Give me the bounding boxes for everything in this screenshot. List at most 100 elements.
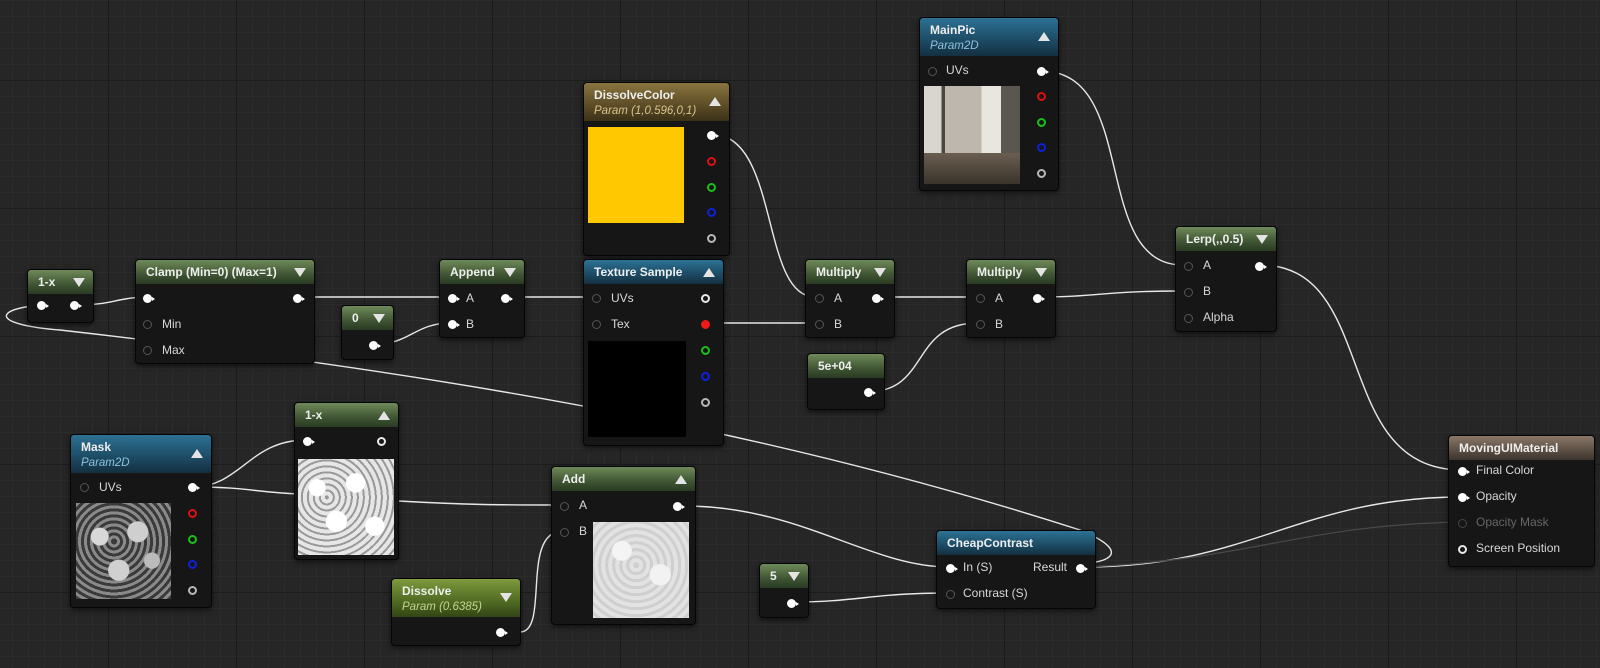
output-pin-blue[interactable] [188, 560, 197, 569]
input-pin-contrast[interactable] [946, 590, 955, 599]
node-texture-sample[interactable]: Texture Sample UVs Tex [583, 259, 724, 446]
output-pin-green[interactable] [188, 535, 197, 544]
node-header[interactable]: Add [552, 467, 695, 491]
output-pin-red[interactable] [1037, 92, 1046, 101]
output-pin[interactable] [1255, 262, 1267, 271]
node-one-minus-a[interactable]: 1-x [27, 269, 94, 323]
output-pin-green[interactable] [701, 346, 710, 355]
node-material-output[interactable]: MovingUIMaterial Final Color Opacity Opa… [1448, 435, 1595, 567]
output-pin[interactable] [673, 502, 685, 511]
output-pin-red[interactable] [701, 320, 710, 329]
collapse-arrow-icon[interactable] [874, 268, 886, 277]
input-pin[interactable] [303, 437, 315, 446]
node-header[interactable]: CheapContrast [937, 531, 1095, 555]
input-pin-a[interactable] [815, 294, 824, 303]
collapse-arrow-icon[interactable] [500, 593, 512, 602]
input-pin-a[interactable] [976, 294, 985, 303]
collapse-arrow-icon[interactable] [709, 97, 721, 106]
output-pin[interactable] [864, 388, 876, 397]
max-pin[interactable] [143, 346, 152, 355]
output-pin[interactable] [1033, 294, 1045, 303]
output-pin-alpha[interactable] [707, 234, 716, 243]
node-header[interactable]: 5e+04 [808, 354, 884, 378]
uvs-pin[interactable] [592, 294, 601, 303]
output-pin[interactable] [501, 294, 513, 303]
output-pin-green[interactable] [707, 183, 716, 192]
node-add[interactable]: Add A B [551, 466, 696, 625]
input-pin[interactable] [143, 294, 155, 303]
node-append[interactable]: Append A B [439, 259, 525, 338]
output-pin-alpha[interactable] [188, 586, 197, 595]
opacity-pin[interactable] [1458, 493, 1470, 502]
collapse-arrow-icon[interactable] [1256, 235, 1268, 244]
output-pin-rgb[interactable] [1037, 67, 1049, 76]
node-clamp[interactable]: Clamp (Min=0) (Max=1) Min Max [135, 259, 315, 364]
node-header[interactable]: 5 [760, 564, 808, 588]
input-pin-a[interactable] [448, 294, 460, 303]
node-constant-five[interactable]: 5 [759, 563, 809, 618]
node-header[interactable]: Multiply [806, 260, 894, 284]
node-constant-zero[interactable]: 0 [341, 305, 394, 360]
collapse-arrow-icon[interactable] [788, 572, 800, 581]
input-pin-b[interactable] [815, 320, 824, 329]
screen-position-pin[interactable] [1458, 545, 1467, 554]
node-header[interactable]: 1-x [295, 403, 398, 427]
output-pin-rgba[interactable] [707, 131, 719, 140]
input-pin[interactable] [37, 301, 49, 310]
output-pin-result[interactable] [1076, 564, 1088, 573]
input-pin-b[interactable] [976, 320, 985, 329]
output-pin[interactable] [293, 294, 305, 303]
collapse-arrow-icon[interactable] [373, 314, 385, 323]
output-pin-red[interactable] [707, 157, 716, 166]
input-pin-b[interactable] [560, 528, 569, 537]
output-pin[interactable] [496, 628, 508, 637]
node-header[interactable]: 0 [342, 306, 393, 330]
node-header[interactable]: Texture Sample [584, 260, 723, 284]
output-pin[interactable] [70, 301, 82, 310]
collapse-arrow-icon[interactable] [504, 268, 516, 277]
output-pin[interactable] [369, 341, 381, 350]
node-one-minus-b[interactable]: 1-x [294, 402, 399, 560]
node-header[interactable]: Lerp(,,0.5) [1176, 227, 1276, 251]
output-pin-alpha[interactable] [1037, 169, 1046, 178]
input-pin-in[interactable] [946, 564, 958, 573]
input-pin-a[interactable] [1184, 262, 1193, 271]
node-multiply-1[interactable]: Multiply A B [805, 259, 895, 338]
node-constant-5e04[interactable]: 5e+04 [807, 353, 885, 410]
output-pin-rgb[interactable] [701, 294, 710, 303]
collapse-arrow-icon[interactable] [294, 268, 306, 277]
node-header[interactable]: Clamp (Min=0) (Max=1) [136, 260, 314, 284]
collapse-arrow-icon[interactable] [675, 475, 687, 484]
collapse-arrow-icon[interactable] [73, 278, 85, 287]
output-pin-rgb[interactable] [188, 483, 200, 492]
node-header[interactable]: Multiply [967, 260, 1055, 284]
node-header[interactable]: Append [440, 260, 524, 284]
output-pin[interactable] [787, 599, 799, 608]
collapse-arrow-icon[interactable] [1038, 32, 1050, 41]
input-pin-alpha[interactable] [1184, 314, 1193, 323]
uvs-pin[interactable] [80, 483, 89, 492]
collapse-arrow-icon[interactable] [703, 268, 715, 277]
output-pin[interactable] [377, 437, 386, 446]
node-header[interactable]: 1-x [28, 270, 93, 294]
node-multiply-2[interactable]: Multiply A B [966, 259, 1056, 338]
collapse-arrow-icon[interactable] [191, 449, 203, 458]
opacity-mask-pin[interactable] [1458, 519, 1467, 528]
output-pin-blue[interactable] [701, 372, 710, 381]
output-pin[interactable] [872, 294, 884, 303]
node-header[interactable]: MovingUIMaterial [1449, 436, 1594, 460]
input-pin-b[interactable] [1184, 288, 1193, 297]
input-pin-a[interactable] [560, 502, 569, 511]
output-pin-red[interactable] [188, 509, 197, 518]
collapse-arrow-icon[interactable] [1035, 268, 1047, 277]
output-pin-blue[interactable] [1037, 143, 1046, 152]
tex-pin[interactable] [592, 320, 601, 329]
input-pin-b[interactable] [448, 320, 460, 329]
